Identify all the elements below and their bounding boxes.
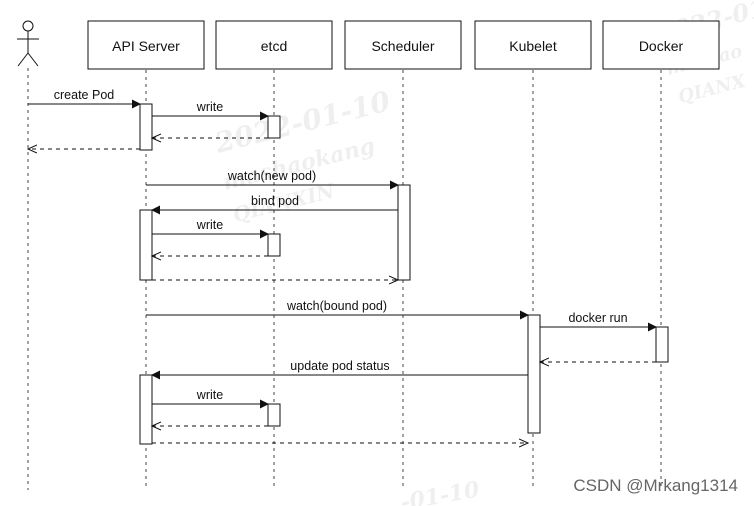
- participant-kubelet: Kubelet: [474, 20, 592, 70]
- messages: create Pod write watch(new pod) bind pod…: [28, 88, 657, 443]
- participant-docker: Docker: [602, 20, 720, 70]
- message-write-3: write: [152, 388, 269, 409]
- activation-etcd-1: [267, 115, 281, 139]
- message-label-bind-pod: bind pod: [251, 194, 299, 208]
- message-watch-bound-pod: watch(bound pod): [146, 299, 529, 320]
- lifelines: [27, 68, 662, 490]
- activation-bars: [139, 103, 669, 445]
- participant-label-kubelet: Kubelet: [509, 38, 557, 54]
- message-create-pod: create Pod: [28, 88, 141, 109]
- message-write-1: write: [152, 100, 269, 121]
- message-bind-pod: bind pod: [151, 194, 398, 215]
- activation-etcd-3: [267, 403, 281, 427]
- message-docker-run: docker run: [540, 311, 657, 332]
- participant-etcd: etcd: [215, 20, 333, 70]
- message-label-create-pod: create Pod: [54, 88, 115, 102]
- message-label-write-2: write: [196, 218, 223, 232]
- message-label-write-1: write: [196, 100, 223, 114]
- activation-docker-1: [655, 326, 669, 363]
- activation-api-2: [139, 209, 153, 281]
- watermark-date-3: -01-10: [399, 476, 482, 506]
- participants: API Server etcd Scheduler Kubelet Docker: [87, 20, 720, 70]
- message-label-docker-run: docker run: [568, 311, 627, 325]
- participant-label-scheduler: Scheduler: [371, 38, 434, 54]
- message-label-watch-new-pod: watch(new pod): [227, 169, 316, 183]
- activation-api-1: [139, 103, 153, 151]
- participant-api-server: API Server: [87, 20, 205, 70]
- watermark-layer: 2022-01-10 mashaokang QIANXIN 2022-01 ma…: [211, 0, 754, 506]
- participant-scheduler: Scheduler: [344, 20, 462, 70]
- message-label-update-pod-status: update pod status: [290, 359, 389, 373]
- csdn-credit: CSDN @Mrkang1314: [573, 476, 738, 495]
- message-watch-new-pod: watch(new pod): [146, 169, 399, 190]
- activation-kubelet-1: [527, 314, 541, 434]
- stick-figure-icon: [17, 20, 39, 67]
- participant-label-api-server: API Server: [112, 38, 180, 54]
- participant-label-docker: Docker: [639, 38, 684, 54]
- participant-label-etcd: etcd: [261, 38, 287, 54]
- message-update-pod-status: update pod status: [151, 359, 528, 380]
- actor: [17, 20, 39, 67]
- activation-etcd-2: [267, 233, 281, 257]
- message-label-watch-bound-pod: watch(bound pod): [286, 299, 387, 313]
- activation-api-3: [139, 374, 153, 445]
- message-write-2: write: [152, 218, 269, 239]
- activation-scheduler-1: [397, 184, 411, 281]
- message-label-write-3: write: [196, 388, 223, 402]
- watermark-company-2: QIANX: [676, 71, 749, 108]
